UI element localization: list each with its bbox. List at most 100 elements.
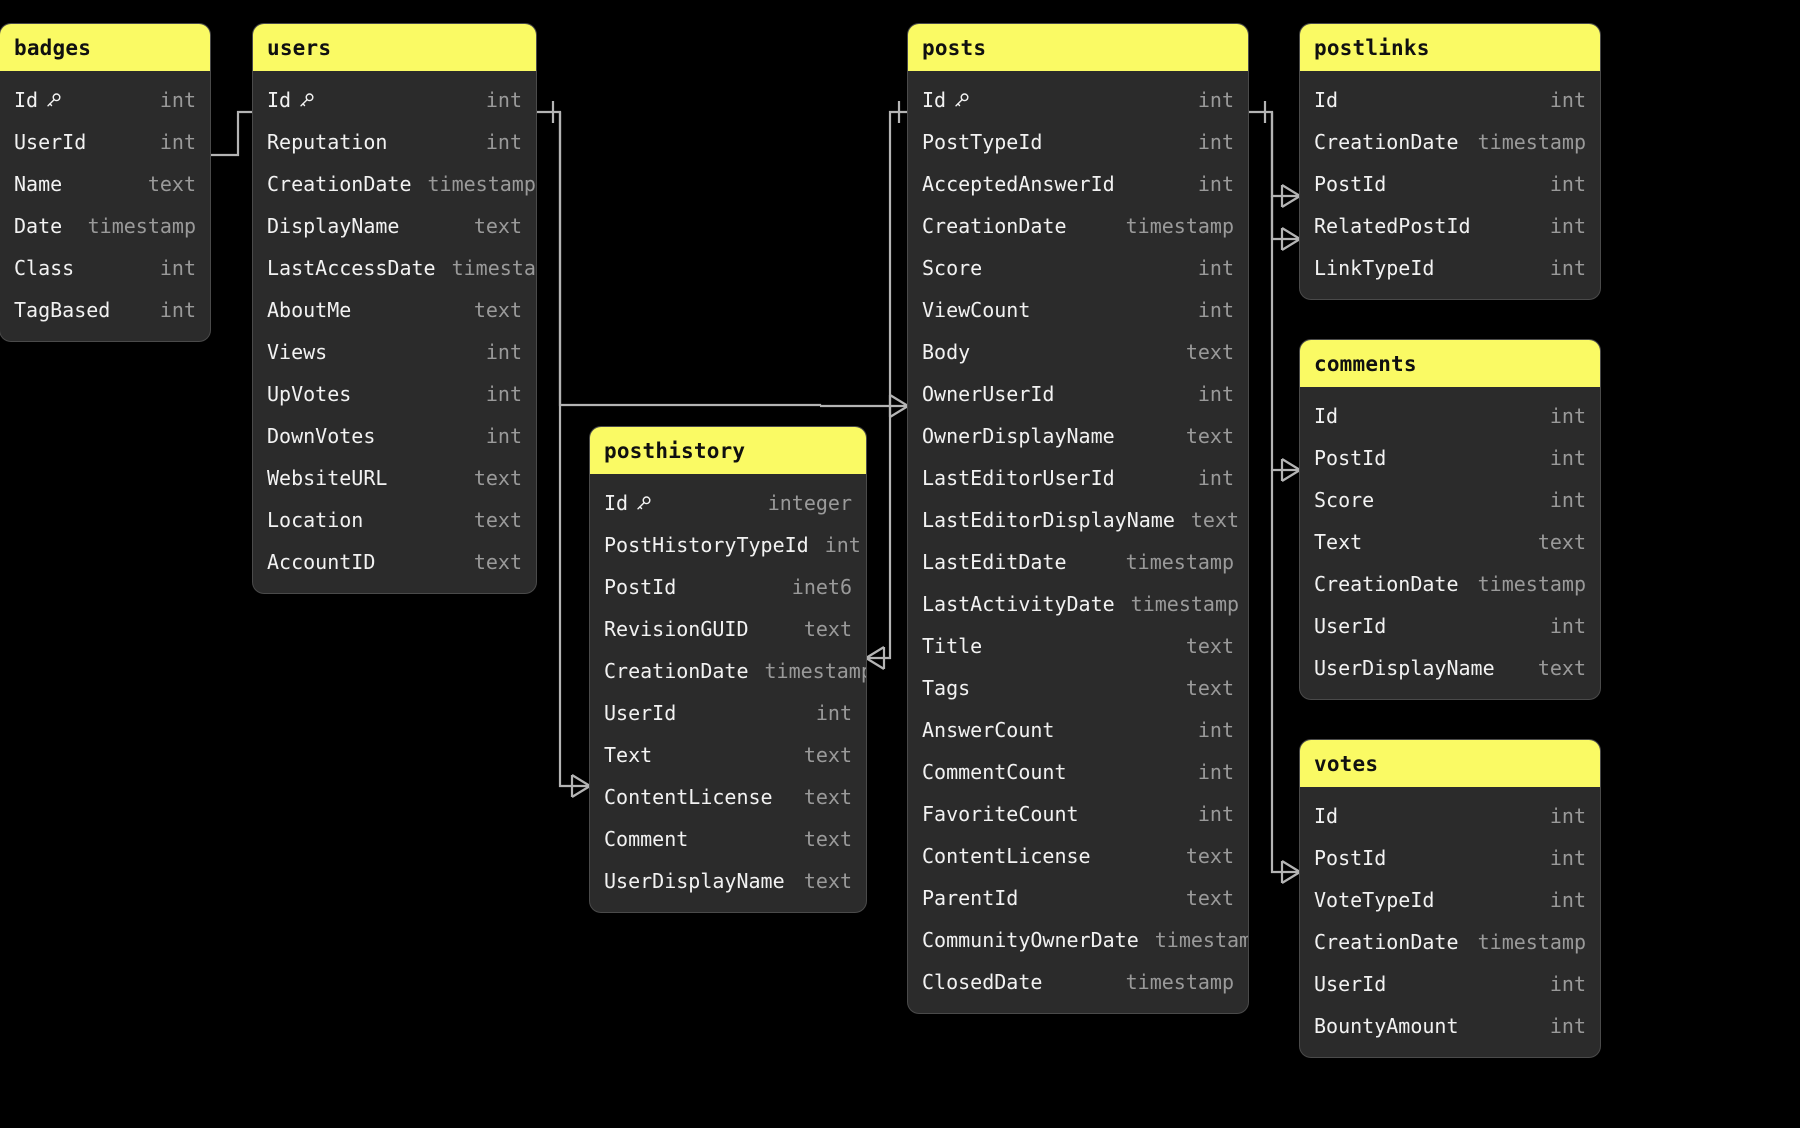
er-column-votes-CreationDate[interactable]: CreationDate timestamp <box>1300 921 1600 963</box>
er-column-posthistory-PostHistoryTypeId[interactable]: PostHistoryTypeId int <box>590 524 866 566</box>
er-column-name: Reputation <box>267 130 388 154</box>
er-column-posts-LastEditDate[interactable]: LastEditDate timestamp <box>908 541 1248 583</box>
er-column-posthistory-RevisionGUID[interactable]: RevisionGUID text <box>590 608 866 650</box>
er-column-users-Reputation[interactable]: Reputation int <box>253 121 536 163</box>
er-column-users-Location[interactable]: Location text <box>253 499 536 541</box>
er-column-users-WebsiteURL[interactable]: WebsiteURL text <box>253 457 536 499</box>
er-column-posthistory-UserDisplayName[interactable]: UserDisplayName text <box>590 860 866 902</box>
er-column-badges-Date[interactable]: Date timestamp <box>0 205 210 247</box>
er-column-users-LastAccessDate[interactable]: LastAccessDate timestamp <box>253 247 536 289</box>
er-column-comments-UserId[interactable]: UserId int <box>1300 605 1600 647</box>
er-column-votes-UserId[interactable]: UserId int <box>1300 963 1600 1005</box>
er-column-posts-Body[interactable]: Body text <box>908 331 1248 373</box>
er-column-posthistory-ContentLicense[interactable]: ContentLicense text <box>590 776 866 818</box>
er-table-columns: Id int PostId int VoteTypeId int Creatio… <box>1300 787 1600 1057</box>
er-column-name: Id <box>1314 404 1339 428</box>
er-column-posts-PostTypeId[interactable]: PostTypeId int <box>908 121 1248 163</box>
er-column-badges-UserId[interactable]: UserId int <box>0 121 210 163</box>
er-table-votes[interactable]: votes Id int PostId int VoteTypeId int C… <box>1300 740 1600 1057</box>
er-column-votes-PostId[interactable]: PostId int <box>1300 837 1600 879</box>
er-column-type: int <box>1549 172 1586 196</box>
er-table-badges[interactable]: badges Id int UserId int Name text Date … <box>0 24 210 341</box>
er-table-title-posts[interactable]: posts <box>908 24 1248 71</box>
er-column-badges-Class[interactable]: Class int <box>0 247 210 289</box>
er-column-type: text <box>473 214 522 238</box>
er-column-type: timestamp <box>451 256 536 280</box>
er-column-users-AccountID[interactable]: AccountID text <box>253 541 536 583</box>
er-column-type: int <box>159 130 196 154</box>
er-column-type: int <box>1197 88 1234 112</box>
er-column-posts-ContentLicense[interactable]: ContentLicense text <box>908 835 1248 877</box>
er-column-users-Id[interactable]: Id int <box>253 79 536 121</box>
er-table-posts[interactable]: posts Id int PostTypeId int AcceptedAnsw… <box>908 24 1248 1013</box>
er-table-title-badges[interactable]: badges <box>0 24 210 71</box>
er-column-posts-ParentId[interactable]: ParentId text <box>908 877 1248 919</box>
er-column-postlinks-LinkTypeId[interactable]: LinkTypeId int <box>1300 247 1600 289</box>
er-column-posthistory-UserId[interactable]: UserId int <box>590 692 866 734</box>
er-column-posts-FavoriteCount[interactable]: FavoriteCount int <box>908 793 1248 835</box>
er-column-votes-VoteTypeId[interactable]: VoteTypeId int <box>1300 879 1600 921</box>
er-column-comments-CreationDate[interactable]: CreationDate timestamp <box>1300 563 1600 605</box>
er-column-users-UpVotes[interactable]: UpVotes int <box>253 373 536 415</box>
er-column-type: timestamp <box>1477 572 1586 596</box>
er-column-posts-Id[interactable]: Id int <box>908 79 1248 121</box>
er-column-posthistory-Id[interactable]: Id integer <box>590 482 866 524</box>
er-table-title-postlinks[interactable]: postlinks <box>1300 24 1600 71</box>
er-column-posts-LastEditorDisplayName[interactable]: LastEditorDisplayName text <box>908 499 1248 541</box>
er-column-comments-PostId[interactable]: PostId int <box>1300 437 1600 479</box>
er-column-posts-Score[interactable]: Score int <box>908 247 1248 289</box>
er-column-comments-UserDisplayName[interactable]: UserDisplayName text <box>1300 647 1600 689</box>
er-column-badges-Id[interactable]: Id int <box>0 79 210 121</box>
er-column-postlinks-CreationDate[interactable]: CreationDate timestamp <box>1300 121 1600 163</box>
er-table-comments[interactable]: comments Id int PostId int Score int Tex… <box>1300 340 1600 699</box>
er-column-name: AccountID <box>267 550 376 574</box>
er-column-posts-Title[interactable]: Title text <box>908 625 1248 667</box>
er-column-users-DownVotes[interactable]: DownVotes int <box>253 415 536 457</box>
er-column-posts-ClosedDate[interactable]: ClosedDate timestamp <box>908 961 1248 1003</box>
er-column-posts-AnswerCount[interactable]: AnswerCount int <box>908 709 1248 751</box>
er-column-votes-Id[interactable]: Id int <box>1300 795 1600 837</box>
er-column-posts-OwnerUserId[interactable]: OwnerUserId int <box>908 373 1248 415</box>
er-column-comments-Text[interactable]: Text text <box>1300 521 1600 563</box>
er-column-type: timestamp <box>427 172 536 196</box>
er-column-users-Views[interactable]: Views int <box>253 331 536 373</box>
er-column-posts-OwnerDisplayName[interactable]: OwnerDisplayName text <box>908 415 1248 457</box>
er-column-posthistory-Text[interactable]: Text text <box>590 734 866 776</box>
er-column-name: ViewCount <box>922 298 1031 322</box>
er-column-posthistory-Comment[interactable]: Comment text <box>590 818 866 860</box>
er-column-users-CreationDate[interactable]: CreationDate timestamp <box>253 163 536 205</box>
er-column-comments-Id[interactable]: Id int <box>1300 395 1600 437</box>
er-column-users-DisplayName[interactable]: DisplayName text <box>253 205 536 247</box>
er-column-badges-Name[interactable]: Name text <box>0 163 210 205</box>
er-column-postlinks-PostId[interactable]: PostId int <box>1300 163 1600 205</box>
er-column-comments-Score[interactable]: Score int <box>1300 479 1600 521</box>
er-column-posts-AcceptedAnswerId[interactable]: AcceptedAnswerId int <box>908 163 1248 205</box>
er-column-votes-BountyAmount[interactable]: BountyAmount int <box>1300 1005 1600 1047</box>
er-column-postlinks-Id[interactable]: Id int <box>1300 79 1600 121</box>
er-table-title-posthistory[interactable]: posthistory <box>590 427 866 474</box>
er-table-title-users[interactable]: users <box>253 24 536 71</box>
er-column-posts-CreationDate[interactable]: CreationDate timestamp <box>908 205 1248 247</box>
er-column-type: int <box>1197 466 1234 490</box>
er-column-posts-LastActivityDate[interactable]: LastActivityDate timestamp <box>908 583 1248 625</box>
er-column-posthistory-CreationDate[interactable]: CreationDate timestamp <box>590 650 866 692</box>
er-column-users-AboutMe[interactable]: AboutMe text <box>253 289 536 331</box>
er-column-posts-CommunityOwnerDate[interactable]: CommunityOwnerDate timestamp <box>908 919 1248 961</box>
er-column-posts-LastEditorUserId[interactable]: LastEditorUserId int <box>908 457 1248 499</box>
er-column-posts-Tags[interactable]: Tags text <box>908 667 1248 709</box>
er-column-postlinks-RelatedPostId[interactable]: RelatedPostId int <box>1300 205 1600 247</box>
er-table-users[interactable]: users Id int Reputation int CreationDate… <box>253 24 536 593</box>
er-column-name: PostId <box>1314 446 1387 470</box>
er-column-name: PostId <box>1314 846 1387 870</box>
er-column-type: int <box>1549 972 1586 996</box>
er-column-posthistory-PostId[interactable]: PostId inet6 <box>590 566 866 608</box>
er-column-posts-CommentCount[interactable]: CommentCount int <box>908 751 1248 793</box>
er-column-badges-TagBased[interactable]: TagBased int <box>0 289 210 331</box>
er-table-posthistory[interactable]: posthistory Id integer PostHistoryTypeId… <box>590 427 866 912</box>
er-column-type: int <box>1197 760 1234 784</box>
er-column-posts-ViewCount[interactable]: ViewCount int <box>908 289 1248 331</box>
er-table-title-votes[interactable]: votes <box>1300 740 1600 787</box>
er-table-title-comments[interactable]: comments <box>1300 340 1600 387</box>
er-table-postlinks[interactable]: postlinks Id int CreationDate timestamp … <box>1300 24 1600 299</box>
